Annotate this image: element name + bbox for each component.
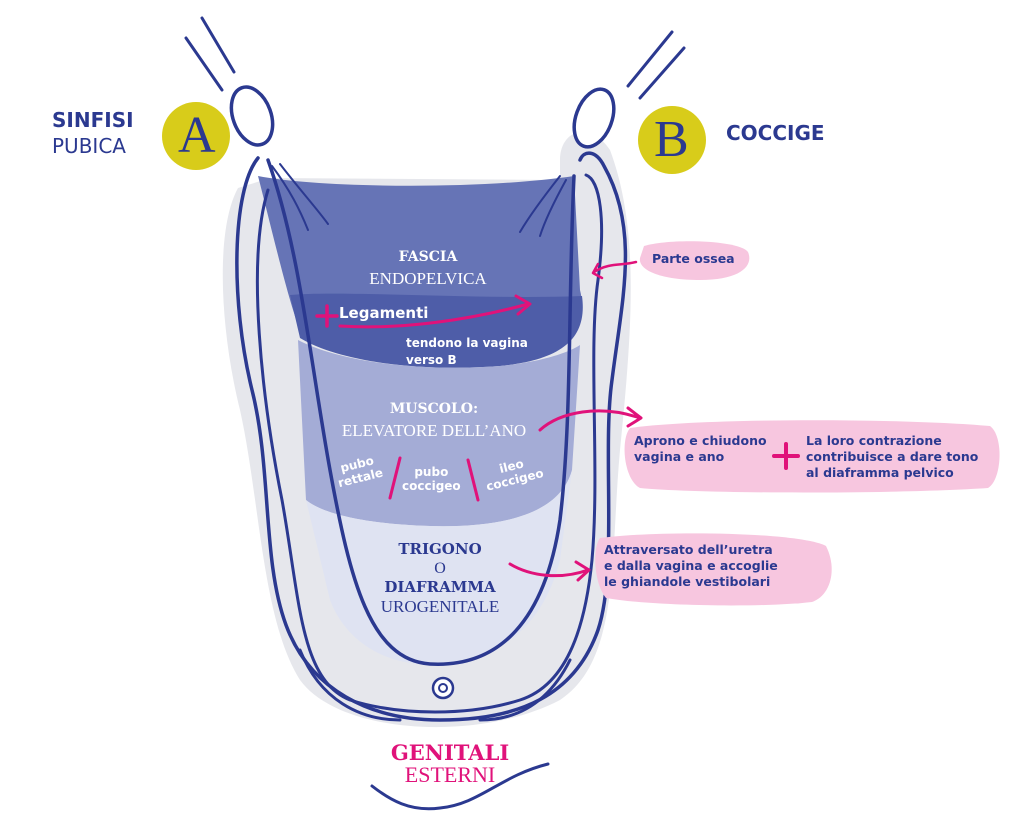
arrow-to-aprono (538, 406, 643, 432)
note-attraversato-bg (595, 533, 832, 606)
fascia-strands (271, 163, 567, 237)
plus-icon (315, 304, 339, 328)
trigono-o: O (434, 560, 446, 577)
note-contrazione-line-2: contribuisce a dare tono (806, 449, 979, 464)
muscolo-subtitle: ELEVATORE DELL’ANO (341, 421, 527, 440)
note-contrazione: La loro contrazione contribuisce a dare … (806, 433, 978, 481)
note-attraversato: Attraversato dell’uretra e dalla vagina … (604, 542, 778, 590)
trigono-title: TRIGONO (398, 540, 482, 558)
esterni-label: ESTERNI (404, 762, 496, 787)
legamenti-arrow-icon (338, 294, 532, 329)
badge-b-letter: B (654, 111, 689, 168)
external-genitalia-line (370, 762, 550, 811)
plus-icon (772, 442, 800, 470)
outer-pelvis-outline (235, 151, 628, 722)
urogenitale-label: UROGENITALE (380, 597, 500, 616)
muscolo-band (298, 340, 580, 527)
tendono-line-2: verso B (406, 353, 457, 367)
pubic-bone-shape (229, 85, 275, 147)
sinfisi-label: SINFISI (52, 108, 134, 132)
note-aprono: Aprono e chiudono vagina e ano (634, 433, 767, 465)
badge-a-letter: A (178, 107, 216, 164)
note-contrazione-line-1: La loro contrazione (806, 433, 942, 448)
bottom-outline (298, 648, 572, 722)
note-aprono-line-1: Aprono e chiudono (634, 433, 767, 448)
note-attraversato-line-2: e dalla vagina e accoglie (604, 558, 778, 573)
fascia-lower-band (290, 293, 583, 368)
pubo-coccigeo-line-2: coccigeo (402, 478, 461, 493)
note-attraversato-line-3: le ghiandole vestibolari (604, 574, 771, 589)
inner-vagina-outline (266, 158, 576, 666)
badge-a-circle (162, 102, 230, 170)
arrow-to-attraversato (508, 560, 591, 582)
note-attraversato-line-1: Attraversato dell’uretra (604, 542, 773, 557)
legamenti-label: Legamenti (339, 304, 429, 322)
spiral-icon (431, 676, 455, 700)
pubic-bone-lines (184, 16, 236, 92)
fascia-title: FASCIA (398, 249, 458, 265)
tendono-line-1: tendono la vagina (406, 336, 528, 350)
muscle-divider-left (388, 456, 402, 500)
diaframma-title: DIAFRAMMA (384, 578, 496, 596)
note-aprono-bg (624, 420, 1000, 493)
note-contrazione-line-3: al diaframma pelvico (806, 465, 954, 480)
outer-loop-outline (255, 173, 604, 714)
coccyx-bone-lines (626, 30, 686, 100)
fascia-subtitle: ENDOPELVICA (369, 269, 487, 288)
pubo-coccigeo-label: pubo coccigeo (402, 465, 461, 494)
note-parte-ossea: Parte ossea (652, 251, 735, 266)
muscolo-title: MUSCOLO: (389, 401, 479, 417)
pubo-coccigeo-line-1: pubo (414, 465, 449, 479)
genitali-title: GENITALI (390, 740, 510, 765)
muscle-divider-right (466, 458, 480, 502)
note-parte-ossea-bg (639, 241, 750, 280)
arrow-to-parte-ossea (591, 260, 638, 280)
coccige-label: COCCIGE (726, 121, 825, 145)
badge-b-circle (638, 106, 706, 174)
trigono-band (306, 470, 572, 665)
note-aprono-line-2: vagina e ano (634, 449, 725, 464)
spiral-inner-icon (438, 683, 448, 693)
coccyx-bone-shape (572, 87, 616, 149)
pubica-label: PUBICA (52, 134, 126, 158)
